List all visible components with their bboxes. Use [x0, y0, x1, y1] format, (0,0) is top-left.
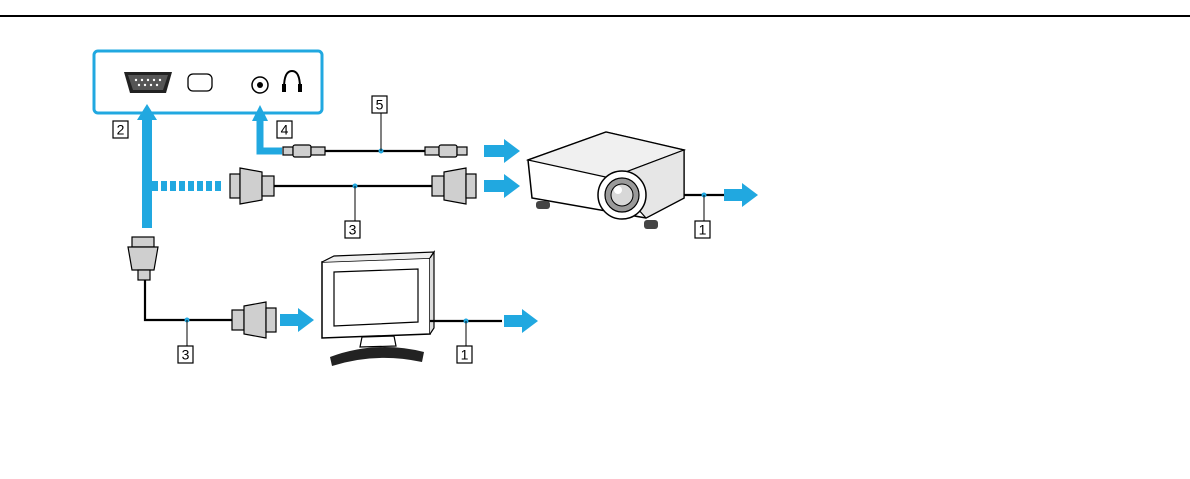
monitor-power-cable — [430, 309, 538, 346]
callout-vga-cable-monitor: 3 — [178, 346, 193, 363]
audio-plug-icon — [425, 145, 467, 157]
svg-text:3: 3 — [349, 222, 357, 238]
audio-plug-icon — [283, 145, 325, 157]
callout-audio-cable: 5 — [372, 96, 387, 113]
projector-power-cable — [684, 183, 758, 221]
vga-cable-monitor — [128, 237, 314, 346]
port-panel — [94, 51, 322, 113]
vga-cable-projector — [230, 168, 520, 221]
svg-text:1: 1 — [461, 347, 469, 363]
svg-text:4: 4 — [281, 122, 289, 138]
callout-vga-cable-projector: 3 — [345, 221, 360, 238]
svg-text:1: 1 — [699, 222, 707, 238]
vga-connector-icon — [230, 168, 274, 204]
svg-text:3: 3 — [182, 347, 190, 363]
vga-branch-dashes — [152, 181, 221, 191]
callout-vga-port: 2 — [113, 121, 128, 138]
vga-connector-icon — [128, 237, 158, 280]
audio-jack-icon — [252, 77, 268, 93]
audio-to-projector-arrow — [484, 139, 520, 163]
hdmi-port-icon — [188, 74, 212, 91]
projector-icon — [528, 132, 684, 229]
vga-connector-icon — [232, 302, 276, 338]
vga-up-arrow — [137, 104, 157, 228]
monitor-icon — [322, 252, 434, 366]
monitor-power-arrow — [504, 309, 538, 333]
audio-cable — [283, 113, 520, 163]
svg-text:2: 2 — [117, 122, 125, 138]
svg-text:5: 5 — [376, 97, 384, 113]
vga-to-monitor-arrow — [280, 308, 314, 332]
vga-to-projector-arrow — [484, 174, 520, 198]
callout-projector-power: 1 — [695, 221, 710, 238]
headphone-icon — [282, 71, 302, 92]
callout-headphone-port: 4 — [277, 121, 292, 138]
vga-port-icon — [124, 72, 172, 93]
vga-connector-icon — [432, 168, 476, 204]
callout-monitor-power: 1 — [457, 346, 472, 363]
projector-power-arrow — [724, 183, 758, 207]
